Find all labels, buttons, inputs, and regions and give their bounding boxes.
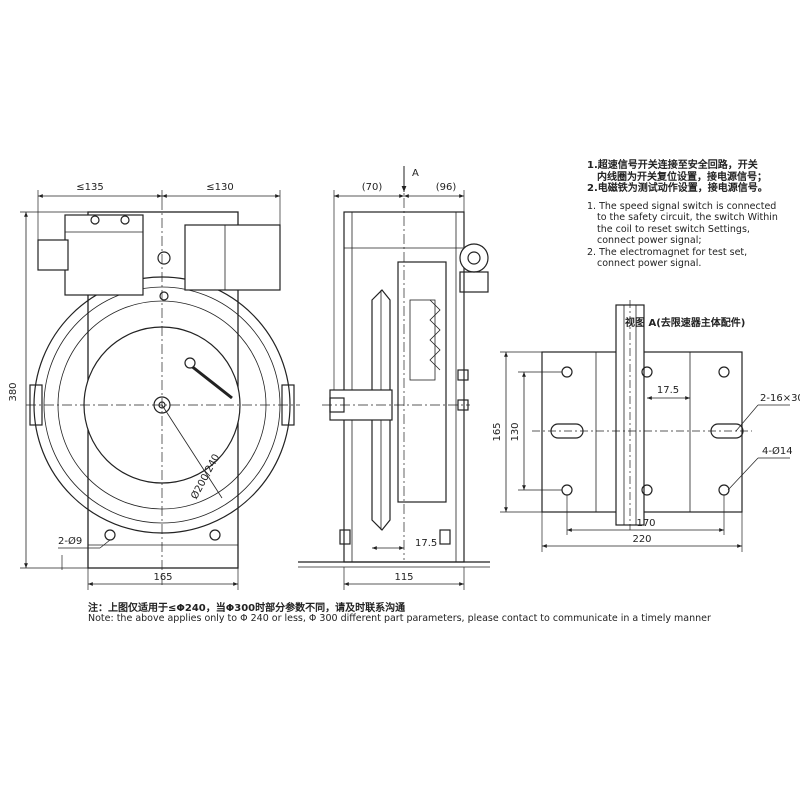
side-view-labels: A (70) (96) 115 17.5 <box>362 168 457 583</box>
front-dim-top-left: ≤135 <box>76 182 103 193</box>
front-dim-height: 380 <box>8 382 19 401</box>
side-dim-top-left: (70) <box>362 182 383 193</box>
view-a-dim-width-inner: 170 <box>636 518 655 529</box>
view-a-dim-height-inner: 130 <box>510 422 521 441</box>
view-a-dim-slot: 2-16×30 <box>760 393 800 404</box>
front-view <box>20 190 300 590</box>
note-cn-1b: 内线圈为开关复位设置，接电源信号； <box>597 171 767 183</box>
note-en-1c: the coil to reset switch Settings, <box>597 223 750 235</box>
view-a-hole-br <box>718 484 730 496</box>
side-view-arrow-label: A <box>412 168 419 179</box>
view-a-dim-height-outer: 165 <box>492 422 503 441</box>
front-electromagnet <box>184 224 281 291</box>
view-a <box>500 300 790 552</box>
side-switch <box>459 243 489 273</box>
front-base-bolt-right <box>209 529 221 541</box>
view-a-title: 视图 A(去限速器主体配件) <box>625 318 746 329</box>
front-dim-bottom: 165 <box>153 572 172 583</box>
view-a-dim-offset: 17.5 <box>657 385 679 396</box>
note-en-2b: connect power signal. <box>597 258 702 269</box>
side-mechanism <box>397 261 447 503</box>
bottom-note-en: Note: the above applies only to Φ 240 or… <box>88 613 711 624</box>
note-cn-2: 2.电磁铁为测试动作设置，接电源信号。 <box>587 183 768 194</box>
view-a-dim-width-outer: 220 <box>632 534 651 545</box>
note-en-1b: to the safety circuit, the switch Within <box>597 212 778 223</box>
note-en-1a: 1. The speed signal switch is connected <box>587 200 777 212</box>
notes-block: 1.超速信号开关连接至安全回路，开关 内线圈为开关复位设置，接电源信号； 2.电… <box>587 160 797 270</box>
view-a-hole-tr <box>718 366 730 378</box>
side-view <box>298 166 490 590</box>
view-a-labels: 17.5 2-16×30 4-Ø14 170 220 165 130 <box>492 385 800 545</box>
note-en-2a: 2. The electromagnet for test set, <box>587 246 748 258</box>
side-dim-inner: 17.5 <box>415 538 437 549</box>
view-a-hole-tl <box>561 366 573 378</box>
front-base-bolt-left <box>104 529 116 541</box>
side-dim-bottom: 115 <box>394 572 413 583</box>
view-a-dim-holes: 4-Ø14 <box>762 445 793 457</box>
note-en-1d: connect power signal; <box>597 235 702 246</box>
front-dim-top-right: ≤130 <box>206 182 233 193</box>
view-a-hole-bl <box>561 484 573 496</box>
note-cn-1a: 1.超速信号开关连接至安全回路，开关 <box>587 160 758 171</box>
front-dim-hole: 2-Ø9 <box>58 535 82 547</box>
bottom-note-cn: 注：上图仅适用于≤Φ240，当Φ300时部分参数不同，请及时联系沟通 <box>88 603 406 614</box>
front-switch-box <box>64 214 144 296</box>
side-dim-top-right: (96) <box>436 182 457 193</box>
